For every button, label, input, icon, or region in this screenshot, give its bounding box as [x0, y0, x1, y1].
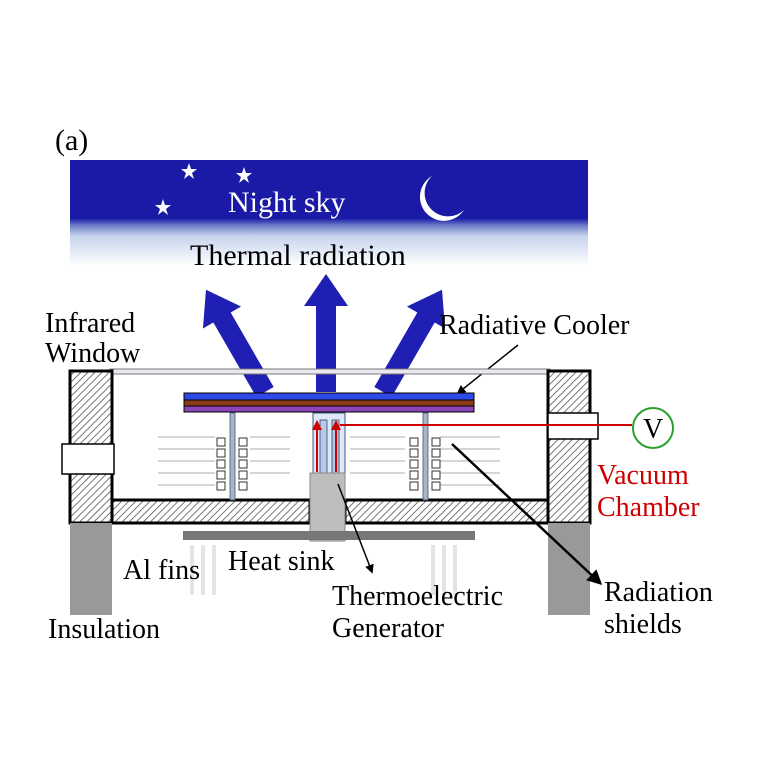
panel-label: (a) — [55, 124, 88, 157]
night-sky-label: Night sky — [228, 186, 346, 219]
left-feedthrough — [61, 443, 115, 475]
infrared-window — [109, 368, 551, 375]
vacuum-chamber-walls — [68, 369, 592, 525]
al-fins-plate — [183, 531, 475, 540]
heat-sink — [309, 472, 346, 542]
thermal-radiation-label: Thermal radiation — [190, 239, 406, 272]
radiation-shields-label-line2: shields — [604, 609, 682, 640]
insulation-right — [548, 523, 590, 615]
arrow-left — [202, 289, 274, 397]
insulation-label: Insulation — [48, 614, 160, 645]
radiation-shields-pointer — [451, 443, 603, 586]
heat-sink-pointer — [337, 483, 374, 574]
teg-label-line2: Generator — [332, 613, 445, 644]
heat-sink-label: Heat sink — [228, 546, 335, 577]
vacuum-chamber-label-line2: Chamber — [597, 492, 700, 523]
teg-label-line1: Thermoelectric — [332, 581, 503, 612]
night-sky-band — [70, 160, 588, 266]
voltmeter-icon — [632, 407, 674, 449]
radiative-cooler-label: Radiative Cooler — [439, 310, 630, 341]
infrared-window-label-line2: Window — [45, 338, 141, 369]
teg-wires — [312, 420, 632, 472]
support-post-right — [409, 412, 441, 501]
insulation-left — [70, 523, 112, 615]
star-icon — [155, 163, 252, 215]
arrow-center — [304, 274, 348, 392]
support-post-left — [216, 412, 248, 501]
radiation-shields-label-line1: Radiation — [604, 577, 713, 608]
al-fins — [190, 545, 457, 595]
crescent-moon-icon — [419, 176, 464, 221]
al-fins-label: Al fins — [123, 555, 200, 586]
voltmeter-label: V — [643, 414, 663, 445]
thermal-radiation-arrows — [202, 274, 446, 397]
vacuum-chamber-label-line1: Vacuum — [597, 460, 689, 491]
infrared-window-label-line1: Infrared — [45, 308, 135, 339]
radiative-cooler — [183, 392, 475, 413]
